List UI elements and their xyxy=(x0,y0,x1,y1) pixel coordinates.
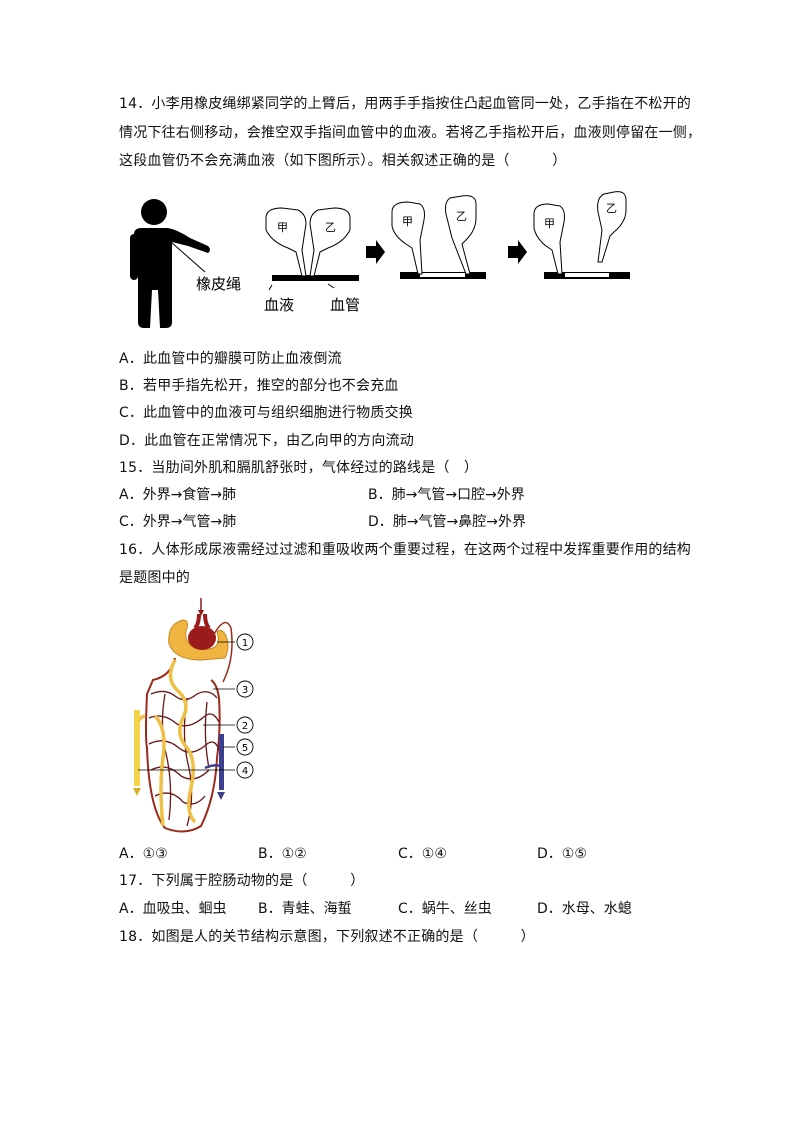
q16-option-b: B．①② xyxy=(258,846,307,862)
vessel-label: 血管 xyxy=(330,296,360,314)
q15-stem: 15．当肋间外肌和膈肌舒张时，气体经过的路线是（ ） xyxy=(119,460,479,476)
svg-text:2: 2 xyxy=(242,721,248,732)
svg-text:乙: 乙 xyxy=(606,202,617,215)
svg-text:甲: 甲 xyxy=(544,217,555,230)
q16-stem-line-1: 16．人体形成尿液需经过过滤和重吸收两个重要过程，在这两个过程中发挥重要作用的结… xyxy=(119,542,692,558)
svg-text:乙: 乙 xyxy=(456,210,467,223)
q16-option-a: A．①③ xyxy=(119,846,168,862)
q17-option-d: D．水母、水螅 xyxy=(537,901,632,917)
nephron-diagram-icon: 1 3 2 5 4 xyxy=(133,598,254,833)
q16-stem-line-2: 是题图中的 xyxy=(119,570,190,586)
q14-stem-line-2: 情况下往右侧移动，会推空双手指间血管中的血液。若将乙手指松开后，血液则停留在一侧… xyxy=(119,125,702,141)
q17-option-b: B．青蛙、海蜇 xyxy=(258,901,352,917)
q15-option-d: D．肺→气管→鼻腔→外界 xyxy=(368,514,526,530)
q17-stem: 17．下列属于腔肠动物的是（ ） xyxy=(119,873,365,889)
svg-text:3: 3 xyxy=(242,685,248,696)
person-with-rubber-band-icon: 橡皮绳 甲 乙 血液 血管 甲 乙 甲 乙 xyxy=(130,191,630,328)
q18-stem: 18．如图是人的关节结构示意图，下列叙述不正确的是（ ） xyxy=(119,929,535,945)
svg-text:4: 4 xyxy=(242,766,248,777)
svg-text:甲: 甲 xyxy=(402,215,413,228)
rubber-band-label: 橡皮绳 xyxy=(196,275,241,293)
q14-figure: 橡皮绳 甲 乙 血液 血管 甲 乙 甲 乙 xyxy=(120,190,690,335)
q17-option-c: C．蜗牛、丝虫 xyxy=(398,901,492,917)
svg-text:1: 1 xyxy=(242,638,248,649)
q15-option-c: C．外界→气管→肺 xyxy=(119,514,237,530)
q15-option-b: B．肺→气管→口腔→外界 xyxy=(368,487,525,503)
q14-option-b: B．若甲手指先松开，推空的部分也不会充血 xyxy=(119,378,399,394)
nephron-figure: 1 3 2 5 4 xyxy=(125,598,265,834)
q14-option-c: C．此血管中的血液可与组织细胞进行物质交换 xyxy=(119,405,413,421)
q14-option-d: D．此血管在正常情况下，由乙向甲的方向流动 xyxy=(119,433,414,449)
blood-label: 血液 xyxy=(264,296,294,314)
svg-text:5: 5 xyxy=(242,743,248,754)
q15-option-a: A．外界→食管→肺 xyxy=(119,487,237,503)
q16-option-c: C．①④ xyxy=(398,846,447,862)
q14-stem-line-1: 14．小李用橡皮绳绑紧同学的上臂后，用两手手指按住凸起血管同一处，乙手指在不松开… xyxy=(119,96,692,112)
q17-option-a: A．血吸虫、蛔虫 xyxy=(119,901,227,917)
q16-option-d: D．①⑤ xyxy=(537,846,587,862)
q14-option-a: A．此血管中的瓣膜可防止血液倒流 xyxy=(119,351,342,367)
svg-text:甲: 甲 xyxy=(277,221,288,234)
q14-stem-line-3: 这段血管仍不会充满血液（如下图所示）。相关叙述正确的是（ ） xyxy=(119,153,567,169)
svg-text:乙: 乙 xyxy=(325,221,336,234)
